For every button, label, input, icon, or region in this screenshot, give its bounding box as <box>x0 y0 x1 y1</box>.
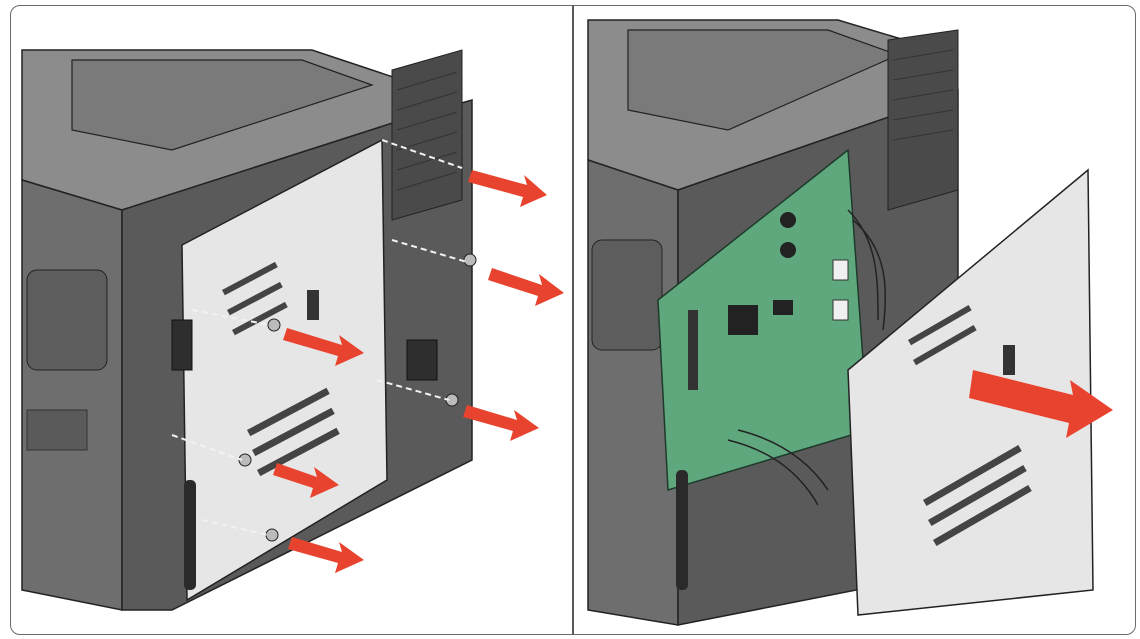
power-connector <box>406 339 438 381</box>
board-cables <box>727 209 887 506</box>
board-components <box>688 212 849 390</box>
rear-vent-grille <box>391 49 463 221</box>
panel-remove-cover <box>578 10 1134 630</box>
screw-icon <box>238 253 477 542</box>
panel-remove-screws <box>12 10 568 630</box>
printer-left-handle <box>591 239 663 351</box>
rear-port-left <box>171 319 193 371</box>
cover-vent-slots <box>908 305 1032 547</box>
antenna-icon <box>184 480 196 590</box>
cover-latch <box>307 290 319 320</box>
panel-divider <box>572 5 574 635</box>
red-arrow-icon <box>969 370 1113 438</box>
antenna-icon <box>676 470 688 590</box>
red-arrow-icon <box>273 170 564 573</box>
screw-guide-lines <box>171 139 468 536</box>
cover-latch <box>1003 345 1015 375</box>
rear-vent-grille <box>887 29 959 211</box>
printer-left-vent <box>26 409 88 451</box>
printer-left-side <box>21 178 123 611</box>
printer-left-handle <box>26 269 108 371</box>
printer-rear-illustration-left <box>21 49 564 611</box>
printer-top-tray <box>627 29 900 131</box>
printer-top-tray <box>71 59 374 151</box>
printer-rear-illustration-right <box>587 19 1113 626</box>
